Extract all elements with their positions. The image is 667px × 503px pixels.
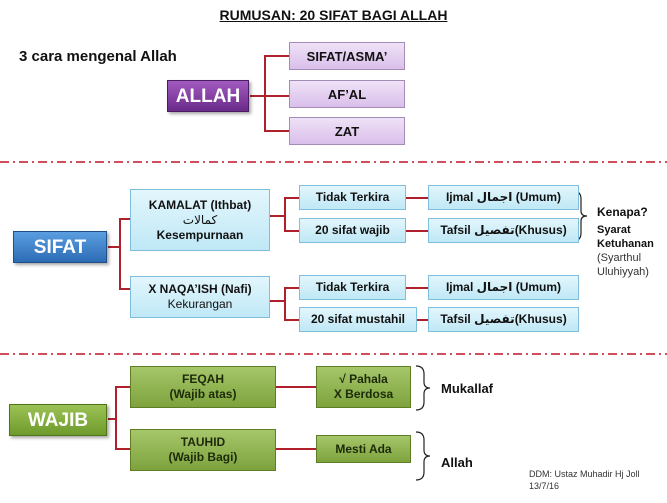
ijmal-box-2: Ijmal اجمال (Umum) (428, 275, 579, 300)
allah-root-box: ALLAH (167, 80, 249, 112)
naqaish-line1: X NAQA’ISH (Nafi) (148, 282, 252, 296)
allah-label: Allah (441, 455, 473, 470)
ijmal-box-1: Ijmal اجمال (Umum) (428, 185, 579, 210)
tauhid-line1: TAUHID (180, 435, 226, 449)
tafsil-box-2: Tafsil تفصيل(Khusus) (428, 307, 579, 332)
afal-box: AF’AL (289, 80, 405, 108)
feqah-box: FEQAH (Wajib atas) (130, 366, 276, 408)
naqaish-box: X NAQA’ISH (Nafi) Kekurangan (130, 276, 270, 318)
kenapa-note: Kenapa? Syarat Ketuhanan (Syarthul Uluhi… (597, 205, 654, 279)
ketuhanan-label: Ketuhanan (597, 238, 654, 250)
tidak-terkira-box-1: Tidak Terkira (299, 185, 406, 210)
page-title: RUMUSAN: 20 SIFAT BAGI ALLAH (219, 7, 448, 23)
uluhiyyah-label: Uluhiyyah) (597, 266, 649, 278)
pahala-line2: X Berdosa (333, 387, 394, 401)
sifat-mustahil-box: 20 sifat mustahil (299, 307, 417, 332)
syarat-label: Syarat (597, 224, 631, 236)
naqaish-line2: Kekurangan (167, 297, 233, 311)
kenapa-question: Kenapa? (597, 205, 648, 219)
sifat-wajib-box: 20 sifat wajib (299, 218, 406, 243)
pahala-line1: √ Pahala (339, 372, 388, 386)
feqah-line2: (Wajib atas) (169, 387, 237, 401)
kamalat-arabic: كمالات (182, 212, 218, 227)
kamalat-box: KAMALAT (Ithbat) كمالات Kesempurnaan (130, 189, 270, 251)
tafsil-box-1: Tafsil تفصيل(Khusus) (428, 218, 579, 243)
credit-line2: 13/7/16 (529, 481, 560, 491)
kamalat-line1: KAMALAT (Ithbat) (148, 197, 252, 212)
sifat-root-box: SIFAT (13, 231, 107, 263)
mesti-ada-box: Mesti Ada (316, 435, 411, 463)
feqah-line1: FEQAH (182, 372, 224, 386)
kamalat-line3: Kesempurnaan (156, 227, 244, 242)
pahala-box: √ Pahala X Berdosa (316, 366, 411, 408)
tauhid-box: TAUHID (Wajib Bagi) (130, 429, 276, 471)
credit-line1: DDM: Ustaz Muhadir Hj Joll (529, 469, 640, 479)
zat-box: ZAT (289, 117, 405, 145)
syarthul-label: (Syarthul (597, 252, 642, 264)
mukallaf-label: Mukallaf (441, 381, 494, 396)
tauhid-line2: (Wajib Bagi) (168, 450, 238, 464)
wajib-root-box: WAJIB (9, 404, 107, 436)
tidak-terkira-box-2: Tidak Terkira (299, 275, 406, 300)
sifat-asma-box: SIFAT/ASMA’ (289, 42, 405, 70)
credit: DDM: Ustaz Muhadir Hj Joll 13/7/16 (529, 468, 640, 492)
section1-heading: 3 cara mengenal Allah (19, 48, 177, 65)
